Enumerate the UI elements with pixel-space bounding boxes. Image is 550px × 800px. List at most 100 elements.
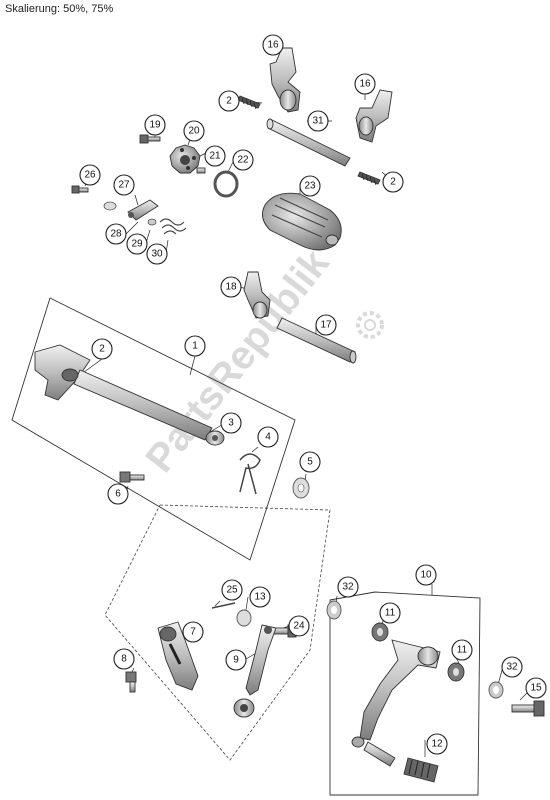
callout-22[interactable]: 22 [232, 149, 254, 171]
svg-text:16: 16 [359, 79, 371, 90]
callout-11-left[interactable]: 11 [379, 602, 401, 624]
shift-lever-7 [157, 621, 199, 691]
washer-13 [236, 609, 252, 627]
callout-2-shaft[interactable]: 2 [91, 338, 113, 360]
bolt-8 [125, 671, 137, 693]
svg-text:1: 1 [192, 341, 198, 352]
shift-linkage-9 [233, 624, 277, 718]
svg-text:2: 2 [226, 96, 232, 107]
svg-text:20: 20 [188, 126, 200, 137]
svg-text:30: 30 [151, 249, 163, 260]
callout-17[interactable]: 17 [315, 314, 337, 336]
bolt-26 [71, 185, 89, 194]
svg-text:11: 11 [457, 645, 468, 656]
shift-rod-31 [266, 118, 351, 167]
bushing-11-left [371, 622, 389, 642]
callout-4[interactable]: 4 [257, 426, 279, 448]
callout-19[interactable]: 19 [144, 114, 166, 136]
bolt-6 [119, 471, 145, 483]
callout-28[interactable]: 28 [105, 223, 127, 245]
bushing-11-right [447, 662, 465, 682]
callout-7[interactable]: 7 [182, 621, 204, 643]
shift-fork-16-right [355, 89, 393, 143]
svg-text:21: 21 [209, 151, 221, 162]
svg-text:13: 13 [254, 592, 266, 603]
callout-13[interactable]: 13 [249, 586, 271, 608]
callout-29[interactable]: 29 [126, 233, 148, 255]
callout-24[interactable]: 24 [288, 615, 310, 637]
svg-text:9: 9 [233, 655, 239, 666]
callout-25[interactable]: 25 [221, 579, 243, 601]
svg-text:29: 29 [131, 239, 143, 250]
callout-6[interactable]: 6 [107, 483, 129, 505]
spring-30 [159, 218, 187, 235]
callout-3[interactable]: 3 [220, 412, 242, 434]
shift-drum-23 [261, 192, 342, 251]
callout-1[interactable]: 1 [184, 335, 206, 357]
callout-26[interactable]: 26 [79, 164, 101, 186]
callout-18[interactable]: 18 [220, 276, 242, 298]
svg-text:27: 27 [118, 180, 130, 191]
washer-32-right [488, 681, 504, 699]
callout-12[interactable]: 12 [426, 733, 448, 755]
svg-text:18: 18 [225, 282, 237, 293]
svg-text:3: 3 [228, 418, 234, 429]
spring-2-right [357, 171, 381, 186]
callout-30[interactable]: 30 [146, 243, 168, 265]
callout-2-right[interactable]: 2 [382, 171, 404, 193]
callout-20[interactable]: 20 [183, 120, 205, 142]
washer-5 [292, 477, 310, 499]
svg-text:10: 10 [420, 570, 432, 581]
callout-15[interactable]: 15 [525, 677, 547, 699]
bolt-19 [139, 134, 161, 144]
shift-fork-16-top [269, 47, 301, 113]
svg-text:17: 17 [320, 320, 332, 331]
svg-text:8: 8 [121, 654, 127, 665]
shift-shaft-frame [11, 297, 296, 561]
svg-text:23: 23 [304, 181, 316, 192]
watermark: PartsRepublik [137, 241, 338, 481]
spring-2-top [237, 95, 261, 110]
callout-32-left[interactable]: 32 [337, 576, 359, 598]
callout-32-right[interactable]: 32 [501, 656, 523, 678]
callout-10[interactable]: 10 [415, 564, 437, 586]
callout-layer: 16 2 31 16 2 19 20 21 22 23 26 27 28 29 … [79, 34, 547, 755]
svg-text:26: 26 [84, 170, 96, 181]
svg-text:7: 7 [190, 627, 196, 638]
callout-23[interactable]: 23 [299, 175, 321, 197]
locking-lever-28 [127, 199, 159, 221]
svg-text:24: 24 [293, 621, 305, 632]
callout-9[interactable]: 9 [225, 649, 247, 671]
pin-21 [196, 167, 206, 174]
callout-27[interactable]: 27 [113, 174, 135, 196]
washer-27 [103, 201, 117, 211]
callout-16-top[interactable]: 16 [262, 34, 284, 56]
assembly-dashed-outline [104, 504, 331, 761]
svg-text:15: 15 [530, 683, 542, 694]
bolt-15 [511, 700, 545, 717]
svg-text:12: 12 [431, 739, 443, 750]
callout-8[interactable]: 8 [113, 648, 135, 670]
shift-rod-17 [276, 317, 357, 364]
return-spring-4 [239, 453, 261, 495]
callout-11-right[interactable]: 11 [451, 639, 473, 661]
callout-31[interactable]: 31 [307, 110, 329, 132]
svg-text:31: 31 [312, 116, 324, 127]
scale-label: Skalierung: 50%, 75% [5, 3, 114, 15]
callout-2-top[interactable]: 2 [218, 90, 240, 112]
svg-text:25: 25 [226, 585, 238, 596]
shift-drum-star-20 [169, 144, 201, 174]
callout-16-right[interactable]: 16 [354, 73, 376, 95]
callout-5[interactable]: 5 [299, 451, 321, 473]
ring-22 [213, 170, 239, 198]
callout-21[interactable]: 21 [204, 145, 226, 167]
shift-peg-12 [363, 741, 439, 783]
svg-text:11: 11 [385, 608, 396, 619]
washer-29 [147, 218, 157, 226]
svg-text:2: 2 [390, 177, 396, 188]
shift-pedal-10 [351, 639, 441, 748]
svg-text:19: 19 [149, 120, 161, 131]
washer-32-left [326, 600, 342, 620]
pedal-assembly-frame [329, 591, 481, 796]
